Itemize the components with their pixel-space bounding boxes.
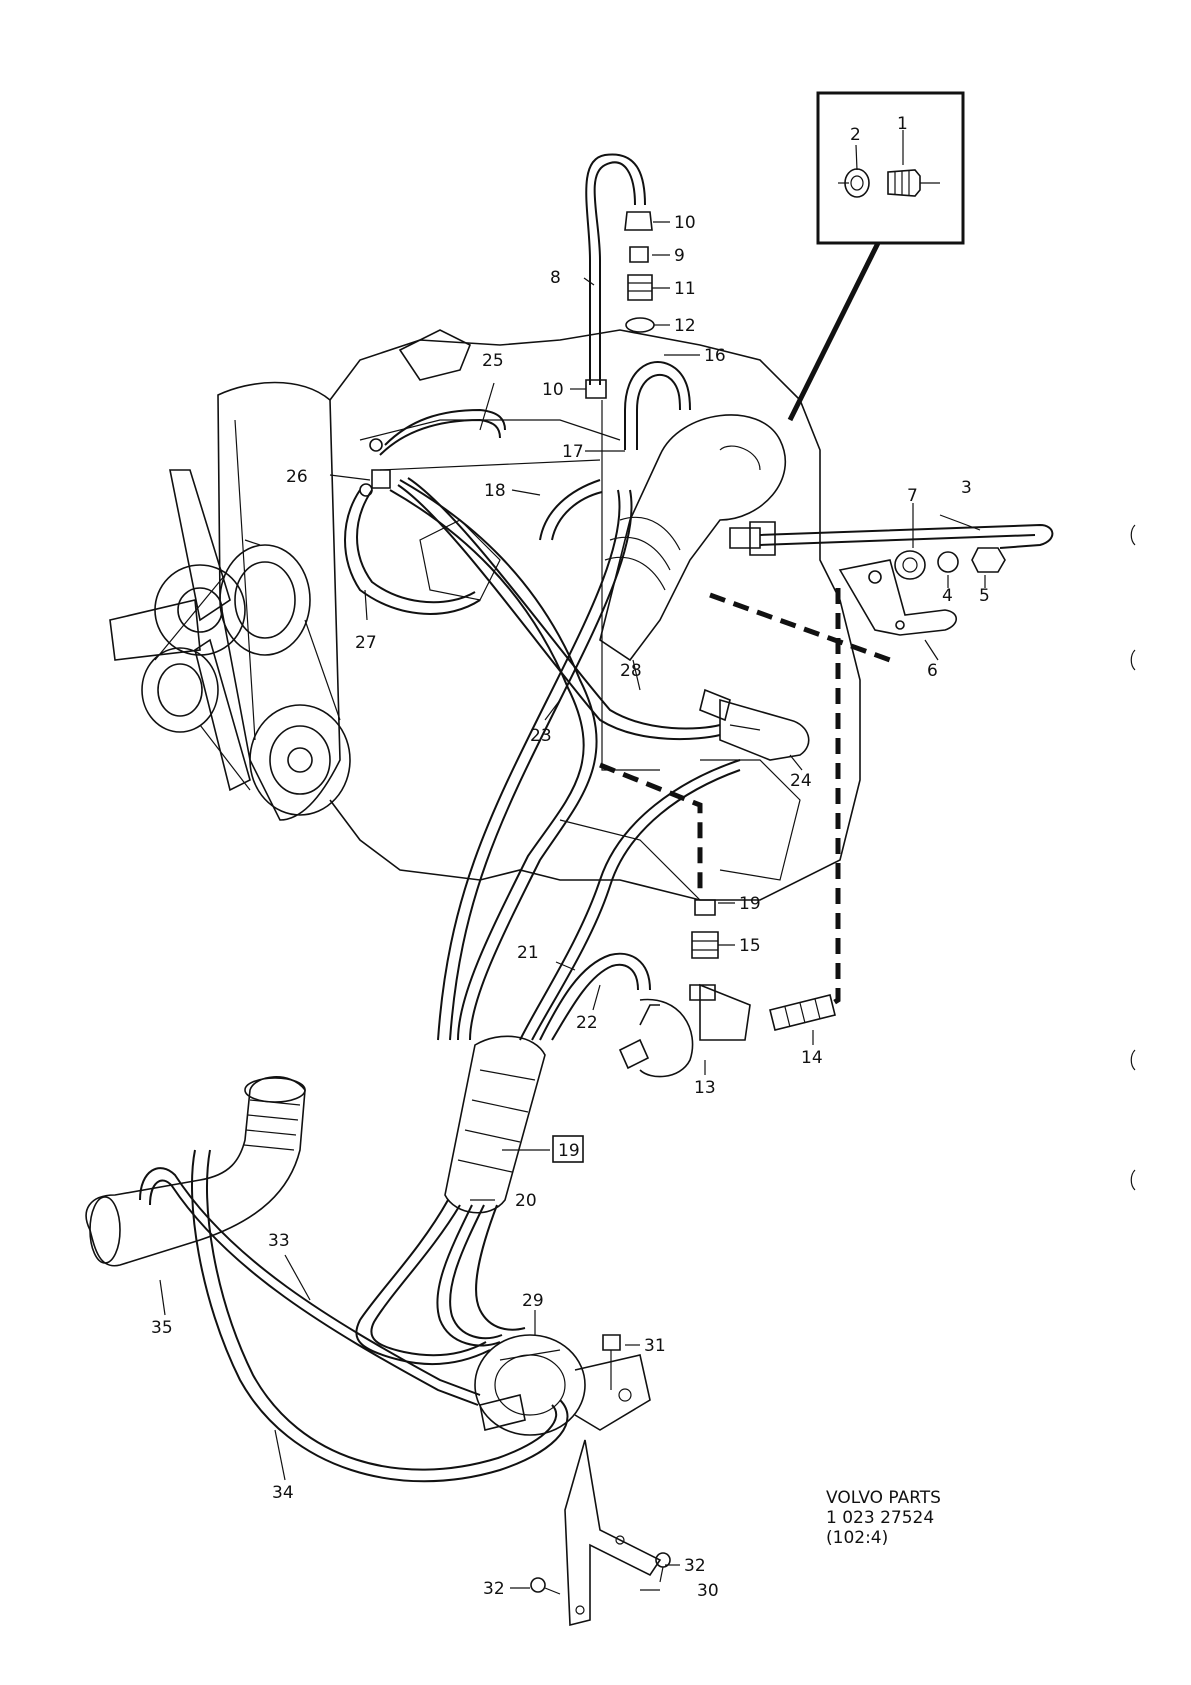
fitting-stack: [585, 211, 655, 399]
callout-29: 29: [522, 1291, 544, 1311]
callout-18: 18: [484, 481, 506, 501]
dashed-routing: [599, 588, 891, 1008]
hose-8: [585, 153, 646, 385]
callout-22: 22: [576, 1013, 598, 1033]
screw-32-left: [530, 1577, 561, 1595]
callout-32-left: 32: [483, 1579, 505, 1599]
nut-7: [894, 550, 926, 580]
hose-18: [539, 479, 603, 541]
hose-34: [191, 1149, 569, 1483]
hoses-left-group: [344, 408, 506, 615]
leader-lines: [159, 130, 986, 1591]
pulleys: [141, 539, 351, 816]
callout-3: 3: [961, 478, 972, 498]
callout-1: 1: [897, 114, 908, 134]
nut-5: [971, 547, 1006, 573]
callout-labels: 1 2 3 4 5 6 7 8 9 10 10 11 12 13 14 15 1…: [151, 114, 990, 1601]
edge-marks: [1130, 524, 1136, 1191]
bracket-30: [564, 1439, 662, 1627]
screw-31: [602, 1334, 621, 1390]
callout-8: 8: [550, 268, 561, 288]
callout-19-mid: 19: [739, 894, 761, 914]
callout-34: 34: [272, 1483, 294, 1503]
boxed-reference-label: 19: [558, 1141, 580, 1161]
sleeve-20: [444, 1035, 546, 1214]
callout-33: 33: [268, 1231, 290, 1251]
vacuum-unit-13: [618, 983, 751, 1078]
callout-35: 35: [151, 1318, 173, 1338]
sensor-24: [699, 688, 810, 761]
callout-7: 7: [907, 486, 918, 506]
callout-21: 21: [517, 943, 539, 963]
hoses-23: [389, 479, 633, 1041]
callout-16: 16: [704, 346, 726, 366]
inset-box: [787, 91, 965, 422]
callout-31: 31: [644, 1336, 666, 1356]
boxed-reference-19: 19: [552, 1135, 584, 1163]
callout-14: 14: [801, 1048, 823, 1068]
callout-6: 6: [927, 661, 938, 681]
callout-24: 24: [790, 771, 812, 791]
intake-duct-35: [85, 1076, 306, 1267]
callout-10-mid: 10: [542, 380, 564, 400]
callout-10-top: 10: [674, 213, 696, 233]
hose-16: [624, 361, 691, 450]
fitting-14: [769, 994, 836, 1031]
fitting-15-19: [691, 899, 719, 959]
hoses-21-22: [519, 759, 741, 1041]
callout-27: 27: [355, 633, 377, 653]
callout-13: 13: [694, 1078, 716, 1098]
fitting-4: [937, 551, 959, 573]
footer-line-1: VOLVO PARTS: [826, 1488, 941, 1508]
callout-20: 20: [515, 1191, 537, 1211]
footer-line-3: (102:4): [826, 1528, 888, 1548]
parts-code-block: VOLVO PARTS 1 023 27524 (102:4): [826, 1488, 941, 1548]
valve-29: [474, 1334, 651, 1436]
callout-28: 28: [620, 661, 642, 681]
screw-32-right: [655, 1552, 671, 1583]
callout-11: 11: [674, 279, 696, 299]
callout-32-right: 32: [684, 1556, 706, 1576]
hose-28: [397, 477, 721, 741]
callout-9: 9: [674, 246, 685, 266]
hose-bundle-lower: [355, 1199, 526, 1366]
callout-17: 17: [562, 442, 584, 462]
engine-block: [329, 329, 861, 901]
callout-4: 4: [942, 586, 953, 606]
callout-23: 23: [530, 726, 552, 746]
bracket-6: [838, 559, 958, 636]
footer-line-2: 1 023 27524: [826, 1508, 934, 1528]
callout-5: 5: [979, 586, 990, 606]
callout-12: 12: [674, 316, 696, 336]
callout-30: 30: [697, 1581, 719, 1601]
pipe-3: [729, 521, 1054, 556]
callout-26: 26: [286, 467, 308, 487]
hose-33: [139, 1167, 481, 1406]
callout-2: 2: [850, 125, 861, 145]
air-intake-duct: [599, 414, 787, 662]
pipe-17: [601, 400, 660, 771]
timing-belt-cover: [217, 381, 341, 821]
callout-15: 15: [739, 936, 761, 956]
callout-25: 25: [482, 351, 504, 371]
